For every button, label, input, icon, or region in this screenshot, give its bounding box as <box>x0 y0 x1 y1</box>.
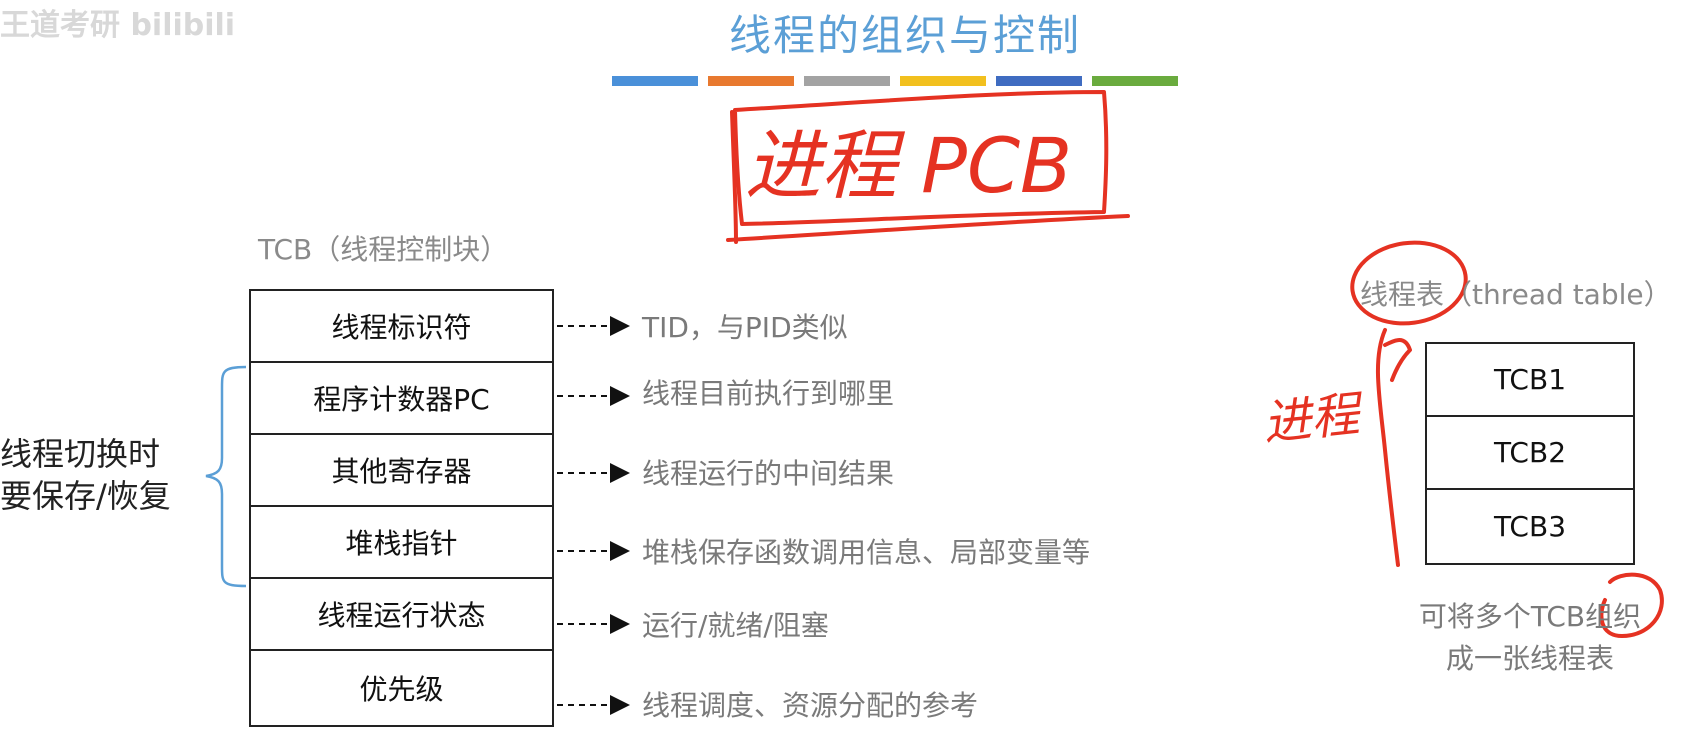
tcb-row-thread-id: 线程标识符 <box>251 291 552 363</box>
tcb-table: 线程标识符 程序计数器PC 其他寄存器 堆栈指针 线程运行状态 优先级 <box>249 289 554 727</box>
title-color-bar <box>612 76 1178 86</box>
red-box-left-stroke <box>730 110 738 244</box>
save-restore-brace <box>205 365 247 588</box>
desc-registers: 线程运行的中间结果 <box>642 457 895 490</box>
thread-table-title-rest: （thread table） <box>1444 278 1672 311</box>
red-box-outline <box>733 90 1109 226</box>
thread-table-row: TCB3 <box>1493 510 1567 543</box>
tcb-row-state: 线程运行状态 <box>251 579 552 651</box>
tcb-row-priority: 优先级 <box>359 673 444 706</box>
color-bar-segment <box>804 76 890 86</box>
handwritten-side-label: 进程 <box>1260 386 1367 452</box>
color-bar-segment <box>612 76 698 86</box>
color-bar-segment <box>996 76 1082 86</box>
color-bar-segment <box>1092 76 1178 86</box>
color-bar-segment <box>708 76 794 86</box>
thread-table-row: TCB2 <box>1427 417 1633 490</box>
thread-table-caption-line: 可将多个TCB组织 <box>1418 600 1642 633</box>
save-restore-note: 线程切换时 要保存/恢复 <box>0 433 171 517</box>
red-hook-stroke <box>1383 338 1412 382</box>
thread-table-title-highlight: 线程表 <box>1360 278 1445 311</box>
tcb-row-stack-pointer: 堆栈指针 <box>251 507 552 579</box>
thread-table-caption: 可将多个TCB组织 成一张线程表 <box>1385 596 1675 680</box>
tcb-row-program-counter: 程序计数器PC <box>251 363 552 435</box>
color-bar-segment <box>900 76 986 86</box>
desc-state: 运行/就绪/阻塞 <box>642 609 829 642</box>
tcb-row-registers: 其他寄存器 <box>251 435 552 507</box>
thread-table-caption-line: 成一张线程表 <box>1445 642 1614 675</box>
red-box-underline <box>726 214 1130 242</box>
desc-program-counter: 线程目前执行到哪里 <box>642 377 895 410</box>
thread-table-row: TCB1 <box>1427 344 1633 417</box>
thread-table: TCB1 TCB2 TCB3 <box>1425 342 1635 565</box>
red-circle-thread-table <box>1350 240 1468 326</box>
slide-title: 线程的组织与控制 <box>728 11 1081 60</box>
desc-priority: 线程调度、资源分配的参考 <box>642 689 979 722</box>
tcb-title: TCB（线程控制块） <box>258 233 509 266</box>
bilibili-watermark: 王道考研 bilibili <box>0 8 236 43</box>
red-vertical-stroke <box>1375 328 1400 567</box>
desc-stack-pointer: 堆栈保存函数调用信息、局部变量等 <box>642 536 1091 569</box>
save-restore-note-line: 线程切换时 <box>0 435 161 473</box>
save-restore-note-line: 要保存/恢复 <box>0 477 171 515</box>
red-circle-group <box>1599 572 1664 638</box>
handwritten-main-label: 进程 PCB <box>745 121 1072 210</box>
desc-thread-id: TID，与PID类似 <box>642 311 848 344</box>
thread-table-title: 线程表（thread table） <box>1360 273 1672 313</box>
